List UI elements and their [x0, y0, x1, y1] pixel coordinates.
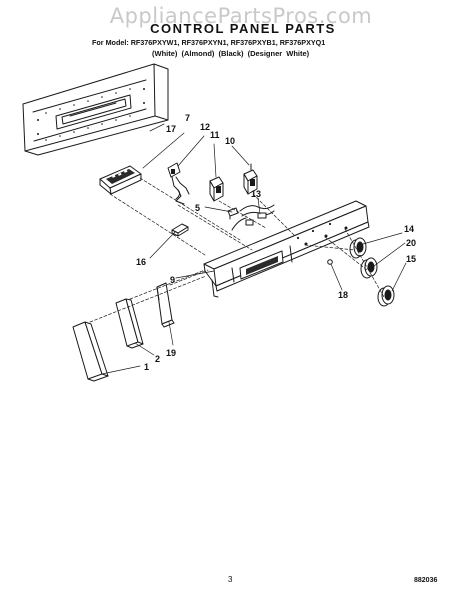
alignment-lines [89, 177, 385, 323]
part-12-relay [167, 162, 190, 205]
callout-9: 9 [170, 275, 175, 285]
callout-14: 14 [404, 224, 414, 234]
callout-1: 1 [144, 362, 149, 372]
page-title: CONTROL PANEL PARTS [150, 21, 336, 36]
watermark: AppliancePartsPros.com [109, 4, 373, 28]
callout-10: 10 [225, 136, 235, 146]
part-15-knob [377, 285, 395, 307]
callout-15: 15 [406, 254, 416, 264]
part-18-lens [327, 259, 333, 265]
callout-20: 20 [406, 238, 416, 248]
callout-19: 19 [166, 348, 176, 358]
part-10-switch [243, 163, 258, 195]
part-20-knob [360, 257, 378, 279]
callout-11: 11 [210, 130, 220, 140]
part-14-knob [349, 237, 367, 259]
part-5-clip [227, 207, 239, 220]
part-1-end-cap [72, 321, 109, 382]
color-list: (White) (Almond) (Black) (Designer White… [152, 49, 310, 58]
part-2-end-cap [115, 298, 144, 349]
callout-18: 18 [338, 290, 348, 300]
part-11-switch [209, 176, 224, 202]
part-7-clock-module [99, 165, 142, 195]
callout-2: 2 [155, 354, 160, 364]
part-13-wire-harness [231, 204, 275, 231]
callout-16: 16 [136, 257, 146, 267]
page-number: 3 [228, 575, 233, 584]
callout-17: 17 [166, 124, 176, 134]
callout-labels: 17 7 12 11 10 13 5 16 9 14 20 15 18 19 2… [136, 113, 416, 372]
callout-5: 5 [195, 203, 200, 213]
callout-12: 12 [200, 122, 210, 132]
leader-lines [101, 123, 407, 375]
model-list: For Model: RF376PXYW1, RF376PXYN1, RF376… [92, 38, 326, 47]
part-16-terminal [171, 223, 189, 237]
part-17-rear-panel [22, 63, 169, 156]
document-number: 882036 [414, 577, 438, 584]
callout-13: 13 [251, 189, 261, 199]
part-9-control-panel [203, 200, 370, 298]
callout-7: 7 [185, 113, 190, 123]
part-19-end-bracket [156, 282, 175, 328]
